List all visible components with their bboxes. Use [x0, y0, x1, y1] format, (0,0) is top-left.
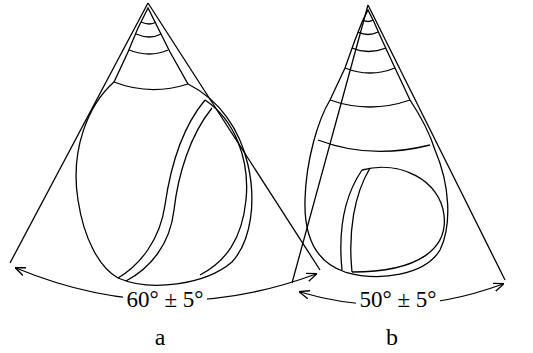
angle-label: 50° ± 5° [356, 287, 439, 312]
figure-letter: b [383, 324, 401, 350]
angle-label: 60° ± 5° [123, 287, 206, 312]
angle-line [368, 5, 505, 280]
figure-letter: a [152, 324, 169, 350]
angle-line [148, 3, 320, 270]
angle-line [10, 3, 148, 263]
shell-b [305, 10, 448, 276]
shell-a [76, 8, 252, 285]
